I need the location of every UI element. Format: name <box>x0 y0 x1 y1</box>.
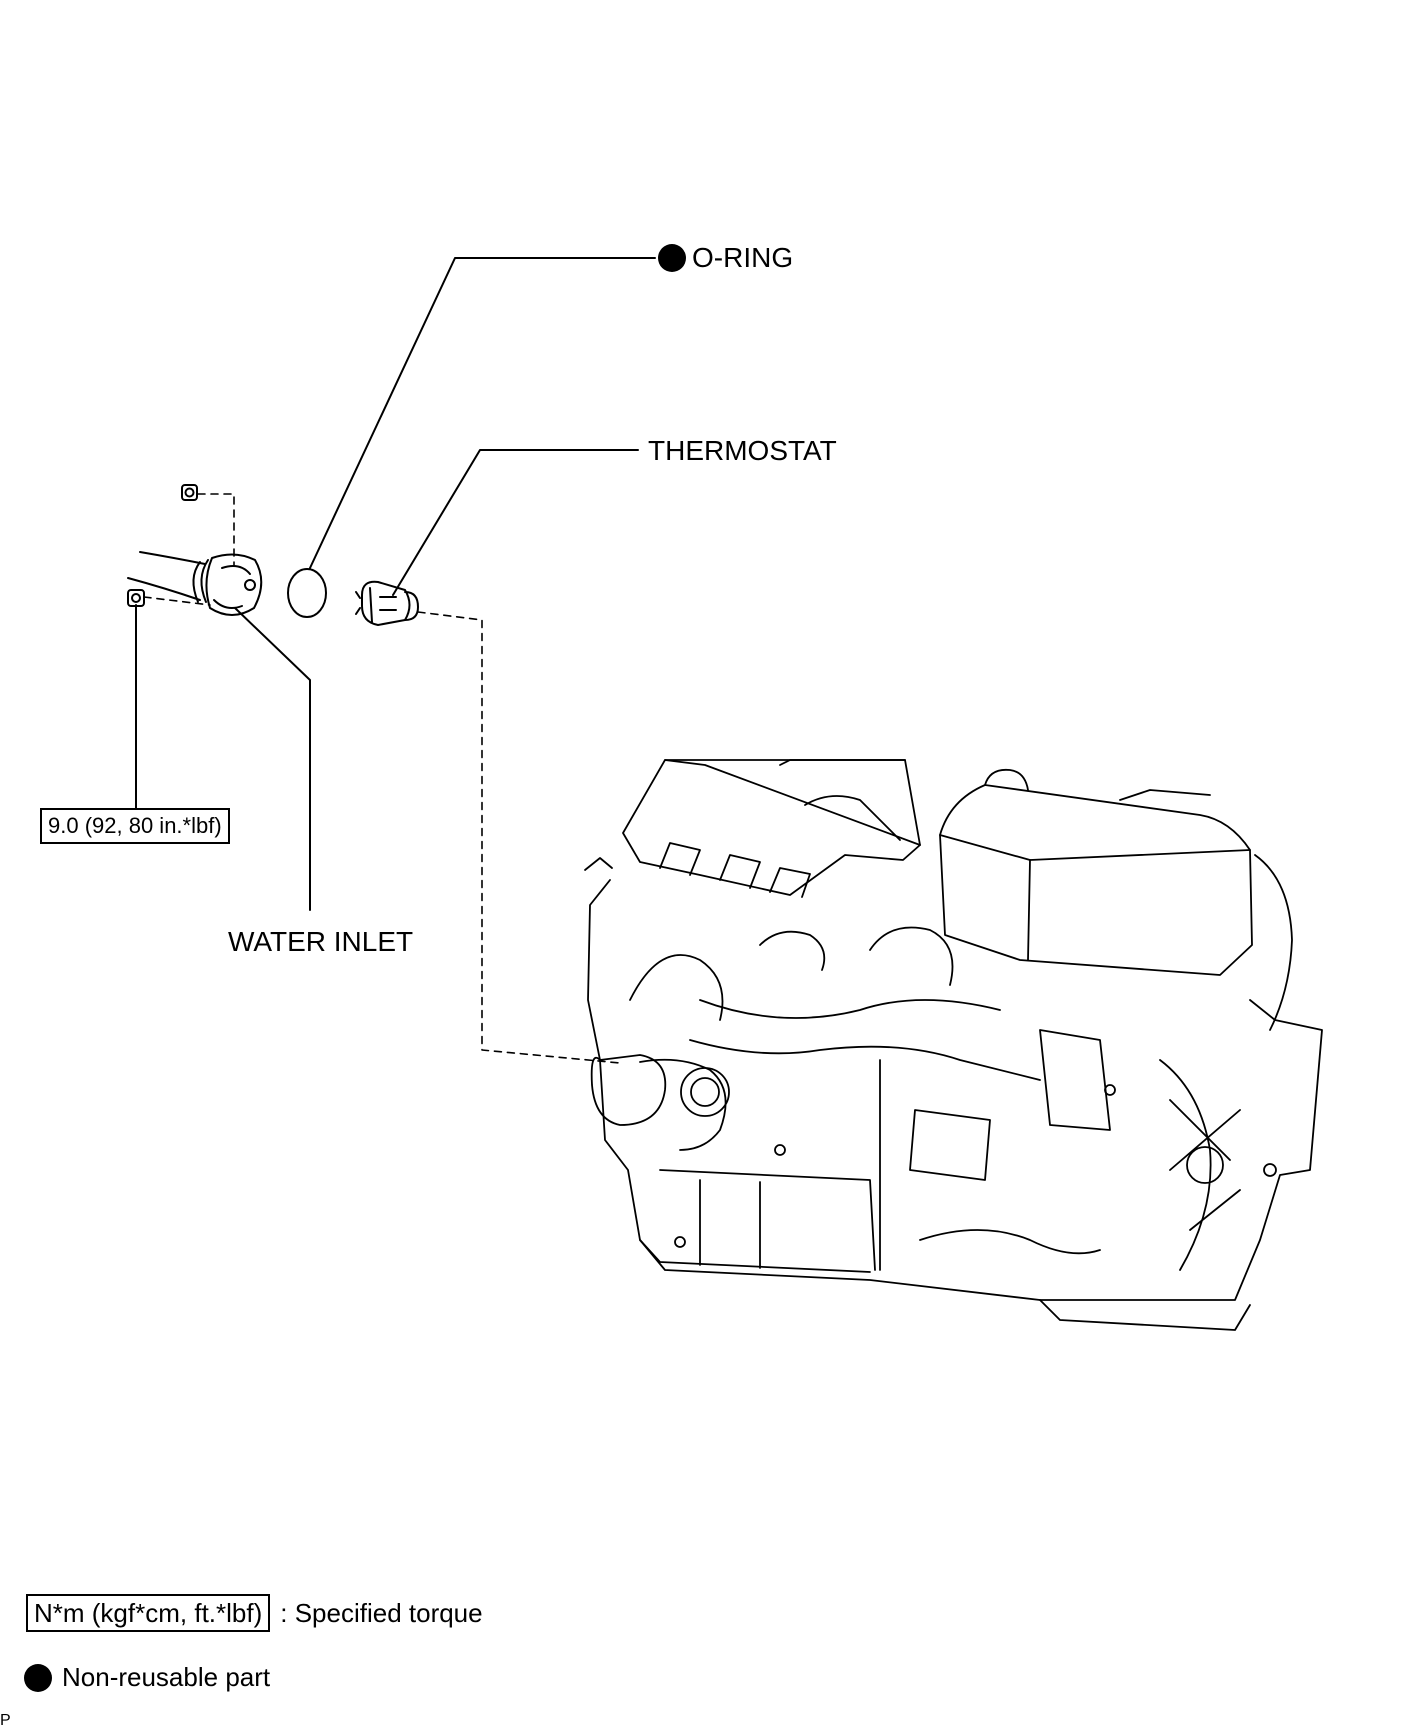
o-ring-label: O-RING <box>658 242 793 274</box>
o-ring-label-text: O-RING <box>692 242 794 273</box>
legend-non-reusable-dot-icon <box>24 1663 52 1692</box>
legend-non-reusable-text: Non-reusable part <box>62 1662 271 1692</box>
engine-assembly-drawing <box>584 759 1323 1331</box>
thermostat-part-icon <box>355 580 419 626</box>
o-ring-leader-line <box>309 257 656 569</box>
legend-non-reusable: Non-reusable part <box>24 1662 270 1693</box>
thermostat-leader-line <box>392 449 639 596</box>
o-ring-part-icon <box>287 568 327 618</box>
water-inlet-part-icon <box>127 551 263 616</box>
bolt-upper-icon <box>181 484 198 501</box>
water-inlet-label: WATER INLET <box>228 926 414 957</box>
legend-torque-units-box: N*m (kgf*cm, ft.*lbf) <box>26 1594 271 1632</box>
legend-torque-description: : Specified torque <box>280 1597 483 1628</box>
corner-mark: P <box>0 1712 11 1729</box>
bolt-lower-icon <box>127 589 145 607</box>
legend-specified-torque: N*m (kgf*cm, ft.*lbf) : Specified torque <box>26 1594 483 1632</box>
water-inlet-leader-line <box>234 607 311 911</box>
thermostat-label: THERMOSTAT <box>648 435 837 466</box>
non-reusable-dot-icon <box>658 244 686 272</box>
installation-dashed-lines <box>143 493 621 1064</box>
bolt-torque-spec-box: 9.0 (92, 80 in.*lbf) <box>40 808 230 844</box>
